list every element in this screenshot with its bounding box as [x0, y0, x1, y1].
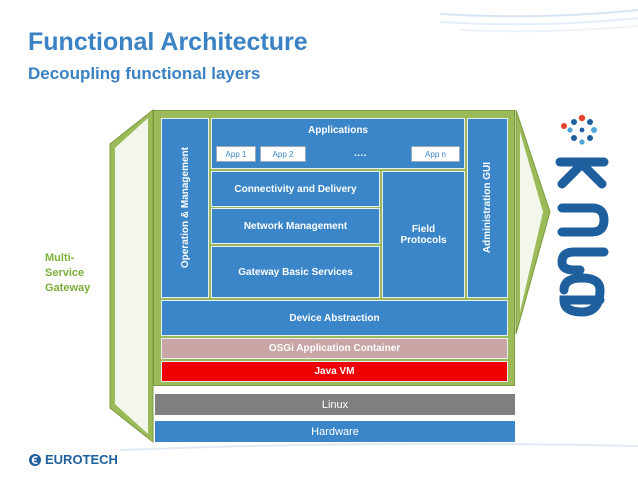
app-2-box: App 2: [260, 146, 306, 162]
operation-management-label: Operation & Management: [179, 147, 191, 269]
kura-logo: [555, 114, 609, 317]
administration-gui-label: Administration GUI: [482, 162, 493, 254]
gateway-arrow-left: [109, 108, 154, 444]
footer-decoration: [119, 442, 638, 451]
hardware-block: Hardware: [155, 421, 515, 442]
app-1-box: App 1: [216, 146, 256, 162]
header-decoration: [440, 9, 638, 33]
linux-block: Linux: [155, 394, 515, 415]
connectivity-delivery-block: Connectivity and Delivery: [211, 171, 380, 207]
kura-logo-dots-icon: [561, 114, 597, 145]
app-n-box: App n: [411, 146, 460, 162]
eurotech-brand-text: EUROTECH: [45, 452, 118, 467]
side-label-line-1: Multi-: [45, 252, 75, 264]
apps-ellipsis: ….: [353, 148, 367, 159]
eurotech-logo: EUROTECH: [28, 452, 118, 467]
field-protocols-block: Field Protocols: [382, 171, 465, 298]
administration-gui-block: Administration GUI: [467, 118, 508, 298]
operation-management-block: Operation & Management: [161, 118, 209, 298]
field-protocols-label-line-2: Protocols: [400, 234, 447, 246]
device-abstraction-block: Device Abstraction: [161, 300, 508, 336]
page-subtitle: Decoupling functional layers: [28, 64, 261, 83]
gateway-arrow-right: [515, 109, 551, 335]
multi-service-gateway-label: Multi- Service Gateway: [45, 251, 90, 296]
gateway-basic-services-block: Gateway Basic Services: [211, 246, 380, 298]
network-management-block: Network Management: [211, 208, 380, 244]
side-label-line-2: Service: [45, 267, 85, 279]
page-title: Functional Architecture: [28, 28, 308, 56]
applications-label: Applications: [307, 125, 368, 136]
side-label-line-3: Gateway: [45, 282, 91, 294]
field-protocols-label-line-1: Field: [411, 223, 436, 235]
java-vm-block: Java VM: [161, 361, 508, 382]
osgi-container-block: OSGi Application Container: [161, 338, 508, 359]
eurotech-logo-icon: [29, 453, 41, 466]
